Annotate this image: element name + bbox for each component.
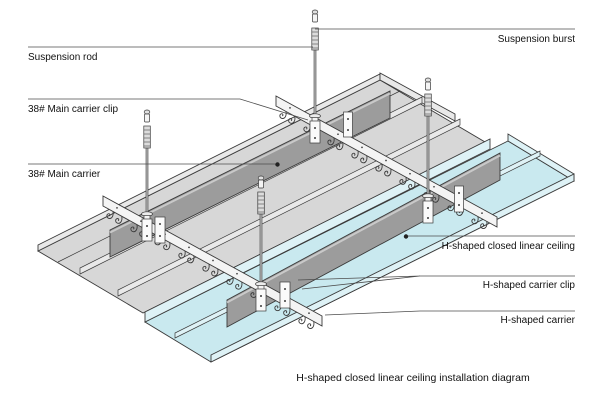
suspension-burst-anchor [143, 109, 151, 115]
label-h-carrier: H-shaped carrier [501, 315, 576, 326]
h-carrier-right [275, 95, 498, 229]
suspension-rod-2 [309, 9, 321, 144]
suspension-burst-anchor [257, 175, 265, 181]
label-main-carrier: 38# Main carrier [28, 169, 101, 180]
label-h-carrier-clip: H-shaped carrier clip [483, 280, 576, 291]
carrier-holes [289, 107, 483, 214]
suspension-rod-3 [255, 175, 267, 312]
suspension-rod-4 [422, 77, 434, 224]
suspension-burst-anchor [424, 77, 432, 83]
leader-lines [28, 28, 575, 316]
label-main-carrier-clip: 38# Main carrier clip [28, 104, 118, 115]
label-ceiling-panel: H-shaped closed linear ceiling [442, 241, 575, 252]
carrier-clip-plates [154, 111, 464, 309]
h-shaped-carrier-clip [279, 281, 291, 309]
label-suspension-burst: Suspension burst [498, 34, 575, 45]
labels: Suspension burst Suspension rod 38# Main… [28, 34, 576, 384]
suspension-rod-1 [141, 109, 153, 242]
label-suspension-rod: Suspension rod [28, 52, 98, 63]
suspension-burst-anchor [311, 9, 319, 15]
diagram-caption: H-shaped closed linear ceiling installat… [296, 372, 530, 384]
